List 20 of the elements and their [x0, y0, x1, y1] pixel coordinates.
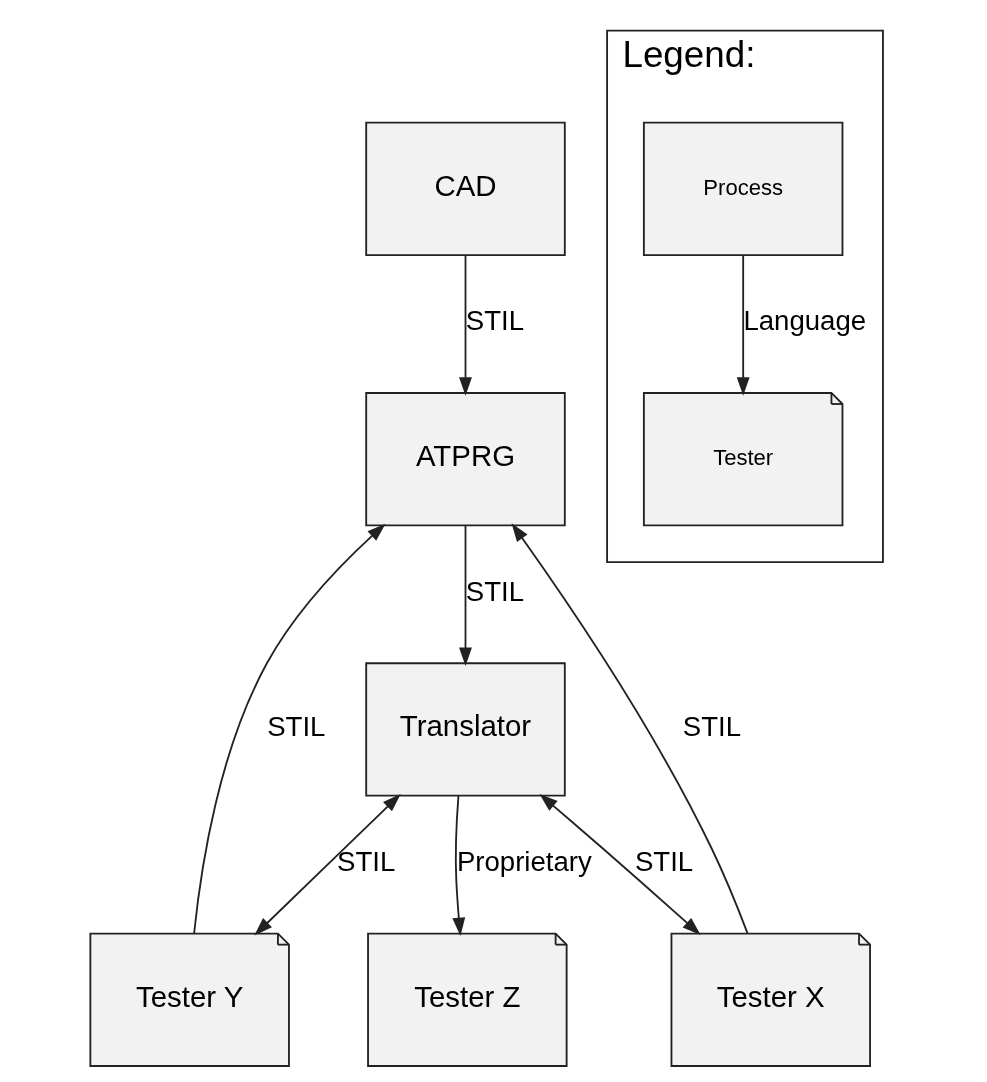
- arrow: [192, 523, 385, 935]
- node-box: ATPRG: [364, 392, 566, 527]
- arrow: [458, 524, 472, 666]
- node-box: Process: [642, 121, 843, 256]
- edge-label: Language: [742, 305, 866, 337]
- edge-label: STIL: [266, 710, 325, 742]
- edge-label: STIL: [465, 575, 524, 607]
- arrow: [458, 254, 472, 396]
- edge-label: STIL: [336, 846, 395, 878]
- arrow: [539, 794, 701, 935]
- arrow: [253, 793, 401, 936]
- node-box: Translator: [364, 662, 566, 797]
- arrow: [511, 523, 748, 935]
- node-box: CAD: [364, 121, 566, 256]
- edge-label: STIL: [682, 710, 741, 742]
- edge-label: STIL: [465, 305, 524, 337]
- arrow: [736, 254, 750, 396]
- arrow: [451, 794, 465, 937]
- edge-label: Proprietary: [456, 846, 592, 878]
- edge-label: STIL: [634, 846, 693, 878]
